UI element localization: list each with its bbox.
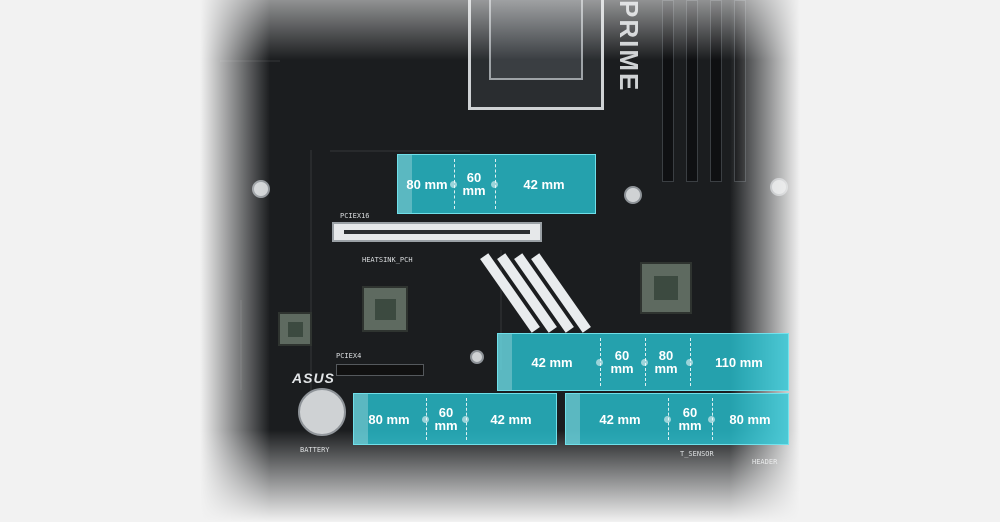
- screw-hole: [252, 180, 270, 198]
- m2-screw-hole: [462, 416, 469, 423]
- trace: [220, 60, 280, 62]
- dimm-slot: [734, 0, 746, 182]
- header-label: HEADER: [752, 458, 778, 466]
- m2-size-label: 80 mm: [406, 176, 448, 192]
- screw-hole: [770, 178, 788, 196]
- m2-size-label: 80 mm: [729, 411, 771, 427]
- small-chip: [278, 312, 312, 346]
- m2-screw-hole: [664, 416, 671, 423]
- dimm-slot: [686, 0, 698, 182]
- battery-label: BATTERY: [300, 446, 330, 454]
- trace: [330, 150, 470, 152]
- m2-screw-hole: [450, 181, 457, 188]
- m2-connector: [354, 394, 368, 444]
- screw-hole: [470, 350, 484, 364]
- m2-size-label: 42 mm: [531, 354, 573, 370]
- m2-size-label: 42 mm: [599, 411, 641, 427]
- sensor-label: T_SENSOR: [680, 450, 714, 458]
- m2-screw-hole: [596, 359, 603, 366]
- m2-screw-hole: [686, 359, 693, 366]
- board-series-logo: PRIME: [614, 0, 644, 93]
- pciex4-label: PCIEX4: [336, 352, 362, 360]
- m2-screw-hole: [491, 181, 498, 188]
- cpu-socket: [468, 0, 604, 110]
- controller-chip: [640, 262, 692, 314]
- pciex16-slot: [332, 222, 542, 242]
- dimm-slot: [710, 0, 722, 182]
- m2-size-label: 42 mm: [490, 411, 532, 427]
- dimm-slot: [662, 0, 674, 182]
- m2-size-label: 42 mm: [523, 176, 565, 192]
- trace: [500, 250, 502, 370]
- heatsink-label: HEATSINK_PCH: [362, 256, 413, 264]
- pciex4-slot: [336, 364, 424, 376]
- trace: [240, 300, 242, 390]
- cmos-battery: [298, 388, 346, 436]
- m2-size-label: 110 mm: [715, 354, 763, 370]
- trace: [310, 150, 312, 410]
- m2-screw-hole: [641, 359, 648, 366]
- screw-hole: [624, 186, 642, 204]
- m2-connector: [398, 155, 412, 213]
- m2-screw-hole: [422, 416, 429, 423]
- m2-connector: [498, 334, 512, 390]
- asus-logo: ASUS: [292, 370, 335, 386]
- m2-size-label: 80 mm: [368, 411, 410, 427]
- pciex16-label: PCIEX16: [340, 212, 370, 220]
- m2-connector: [566, 394, 580, 444]
- cpu-socket-inner: [489, 0, 583, 80]
- m2-screw-hole: [708, 416, 715, 423]
- pch-chip: [362, 286, 408, 332]
